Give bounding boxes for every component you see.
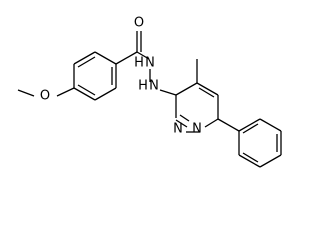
- bond-methyl-oxygen: [17, 89, 35, 97]
- hydrazine-hydrogen-label: H: [134, 56, 144, 71]
- bond-oxygen-ring: [56, 87, 75, 97]
- amide-nitrogen-label: N: [145, 56, 155, 71]
- bond-pyridazine-phenyl: [217, 118, 240, 132]
- ring-nitrogen-label-2: N: [192, 122, 202, 137]
- bond-nitrogen-pyridazine: [159, 89, 177, 96]
- methoxy-oxygen-label: O: [40, 89, 50, 104]
- phenyl-ring: [238, 118, 282, 168]
- carbonyl-oxygen-label: O: [134, 16, 144, 31]
- pyridazine-ring: [175, 82, 219, 133]
- chemical-structure: O O N H N H N N: [17, 16, 282, 168]
- ring-nitrogen-label-1: N: [173, 122, 183, 137]
- bond-ring-carbonyl: [115, 51, 138, 65]
- methoxyphenyl-ring: [73, 51, 117, 101]
- hydrazine-nitrogen-label: N: [149, 79, 159, 94]
- bond-carbonyl-nitrogen: [136, 51, 150, 60]
- hydrazine-nitrogen-hydrogen-label: H: [138, 79, 148, 94]
